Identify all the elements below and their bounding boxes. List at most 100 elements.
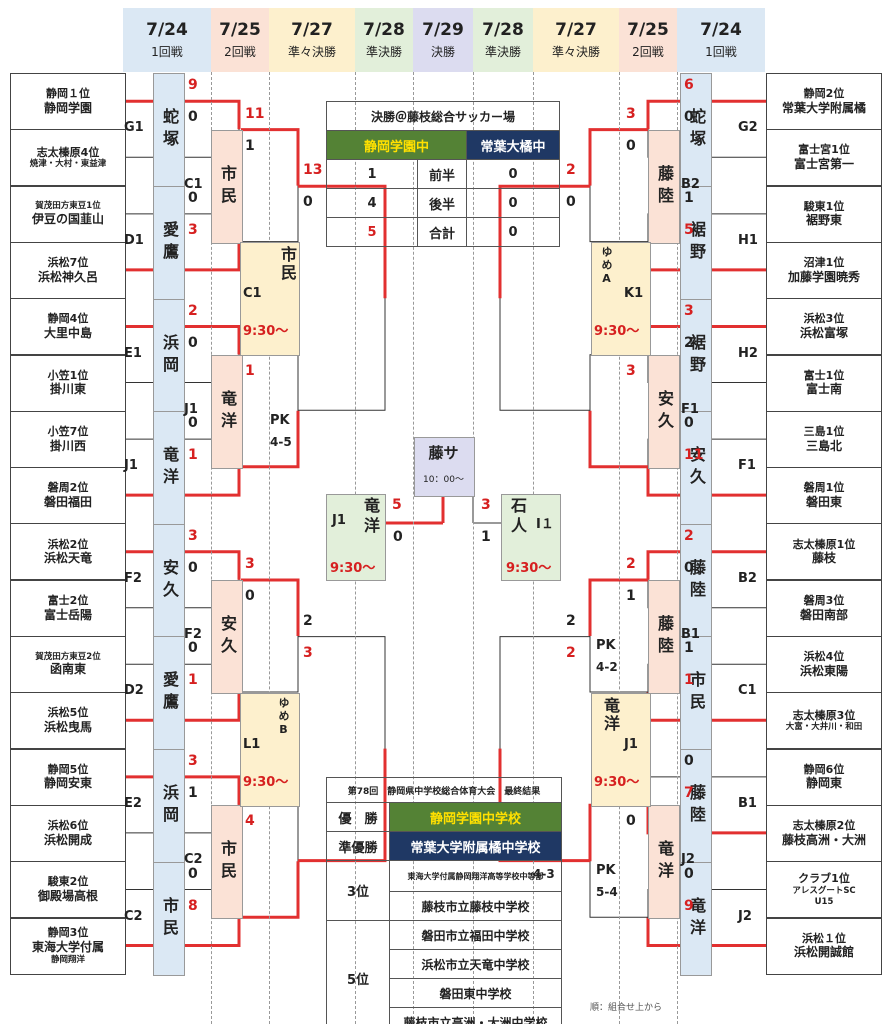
match-tag: J2 <box>738 908 752 924</box>
kickoff-time: 9:30〜 <box>243 774 289 790</box>
team-group: 磐周1位 <box>803 481 845 495</box>
team-name: 浜松東陽 <box>799 663 848 678</box>
column-divider <box>473 72 474 1024</box>
team-cell: 賀茂田方東豆1位伊豆の国韮山 <box>10 185 126 243</box>
winner-path <box>646 99 680 130</box>
team-name: 富士宮第一 <box>793 157 854 172</box>
team-name: 浜松天竜 <box>43 551 92 566</box>
team-group: 富士1位 <box>803 368 845 382</box>
round-name: 2回戦 <box>632 44 664 59</box>
team-group: 小笠1位 <box>47 368 89 382</box>
team-group: クラブ1位 <box>798 872 850 886</box>
team-cell: 賀茂田方東豆2位函南東 <box>10 636 126 693</box>
team-name: 磐田福田 <box>43 494 92 509</box>
round-name: 1回戦 <box>151 44 183 59</box>
winner-path <box>183 917 241 947</box>
team-group: 三島1位 <box>803 424 845 438</box>
score: 2 <box>188 302 198 319</box>
score: 3 <box>481 497 491 513</box>
match-tag: C2 <box>184 852 203 868</box>
venue-box: 安久 <box>153 523 185 638</box>
team-group: 静岡4位 <box>47 312 89 326</box>
kickoff-time: 9:30〜 <box>594 774 640 790</box>
winner-path <box>646 550 680 580</box>
team-name: 富士岳陽 <box>43 607 92 622</box>
sf-box <box>326 494 386 581</box>
column-divider <box>211 72 212 1024</box>
match-tag: L1 <box>243 736 261 752</box>
score: 0 <box>188 559 198 576</box>
team-name: 東海大学付属 <box>31 940 104 955</box>
venue-box: 裾野 <box>680 185 712 300</box>
winner-path <box>646 917 680 947</box>
team-cell: 静岡１位静岡学園 <box>10 73 126 130</box>
first-half-score-a: 1 <box>326 159 418 189</box>
match-tag: G1 <box>124 120 144 136</box>
match-tag: C1 <box>243 286 262 302</box>
final-score-table: 決勝＠藤枝総合サッカー場 静岡学園中 常葉大橘中 1 前半 0 4 後半 0 5… <box>326 101 560 247</box>
round-date: 7/25 <box>219 20 261 41</box>
team-name: 浜松開成 <box>43 832 92 847</box>
team-group: 浜松7位 <box>47 256 89 270</box>
venue-box: 安久 <box>211 580 243 694</box>
winner-path <box>183 241 241 272</box>
third-label: 3位 <box>326 860 390 921</box>
team-cell: 志太榛原4位焼津・大村・東益津 <box>10 129 126 187</box>
team-name: 掛川東 <box>49 382 86 397</box>
match-tag: J1 <box>124 458 138 474</box>
column-divider <box>619 72 620 1024</box>
match-tag: H1 <box>738 232 758 248</box>
team-cell: 富士2位富士岳陽 <box>10 579 126 637</box>
team-cell: 浜松１位浜松開誠館 <box>766 917 882 975</box>
score: 2 <box>566 644 576 661</box>
team-cell: 静岡5位静岡安東 <box>10 748 126 806</box>
round-name: 決勝 <box>430 44 455 59</box>
total-score-b: 0 <box>466 217 560 247</box>
score: 7 <box>684 784 694 801</box>
sf-box <box>501 494 561 581</box>
total-score-a: 5 <box>326 217 418 247</box>
score: 0 <box>684 865 694 882</box>
score: 0 <box>626 137 636 154</box>
team-cell: 浜松3位浜松富塚 <box>766 298 882 356</box>
first-half-score-b: 0 <box>466 159 560 189</box>
column-divider <box>413 72 414 1024</box>
column-divider <box>269 72 270 1024</box>
score: 1 <box>481 529 491 545</box>
qf-box <box>240 692 300 807</box>
winner-path <box>646 467 680 497</box>
team-cell: 三島1位三島北 <box>766 410 882 468</box>
team-group: 静岡3位 <box>47 926 89 940</box>
second-half-label: 後半 <box>417 188 467 218</box>
team-group: 浜松4位 <box>803 650 845 664</box>
score: 9 <box>188 77 198 94</box>
team-name: 大富・大井川・和田 <box>785 722 863 733</box>
winner-path <box>183 325 241 355</box>
winner-path <box>183 692 241 722</box>
venue-box: 市民 <box>211 129 243 244</box>
score: 1 <box>626 588 636 604</box>
match-tag: E1 <box>124 345 142 361</box>
team-cell: 駿東1位裾野東 <box>766 185 882 243</box>
team-cell: 浜松7位浜松神久呂 <box>10 241 126 299</box>
team-cell: 小笠1位掛川東 <box>10 354 126 412</box>
team-name: 焼津・大村・東益津 <box>29 159 107 170</box>
winner-label: 優 勝 <box>326 802 390 832</box>
final-time: 10：00〜 <box>423 475 464 485</box>
match-tag: C2 <box>124 908 143 924</box>
qf-box <box>591 692 651 807</box>
match-tag: F2 <box>124 570 142 586</box>
team-group: 静岡6位 <box>803 762 845 776</box>
team-name: 浜松神久呂 <box>37 269 98 284</box>
team-cell: 静岡4位大里中島 <box>10 298 126 356</box>
winner-path <box>241 578 300 636</box>
venue-box: 愛鷹 <box>153 636 185 751</box>
kickoff-time: 9:30〜 <box>506 561 552 576</box>
team-name-2: 静岡翔洋 <box>50 955 85 966</box>
score: 0 <box>188 334 198 351</box>
team-group: 浜松2位 <box>47 537 89 551</box>
